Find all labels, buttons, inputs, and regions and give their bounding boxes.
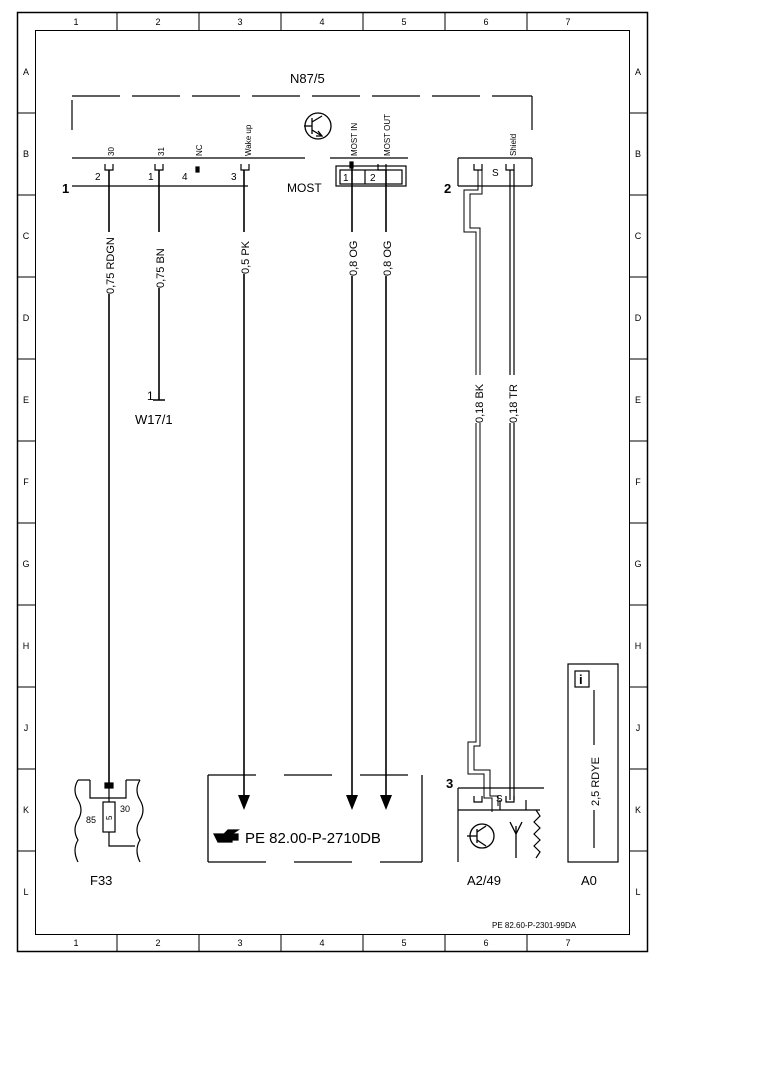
column-label: 3 [237,938,242,948]
row-label: G [634,559,641,569]
coil-icon [533,809,541,859]
signal-most-out: MOST OUT [383,114,392,156]
row-label: F [23,477,29,487]
column-label: 1 [73,17,78,27]
row-label: A [635,67,641,77]
row-label: L [23,887,28,897]
pin-num-31: 1 [148,172,154,183]
column-label: 2 [155,938,160,948]
column-label: 3 [237,17,242,27]
reference-text: PE 82.00-P-2710DB [245,830,381,847]
wire-label-bgs [102,232,519,423]
row-label: E [635,395,641,405]
signal-nc: NC [195,144,204,156]
column-label: 1 [73,938,78,948]
wire-lines [108,168,515,812]
n87-connector-1: 1 [62,181,69,196]
reference-box [207,774,423,863]
pin-num-most-in: 1 [343,173,349,184]
f33-label-85: 85 [86,815,96,825]
signal-most-in: MOST IN [350,123,359,156]
transistor-icon [467,823,495,849]
row-label: A [23,67,29,77]
signal-30: 30 [107,147,116,156]
pin-num-shield: S [492,168,499,179]
info-glyph: i [579,672,583,687]
pin-num-30: 2 [95,172,101,183]
signal-wake-up: Wake up [244,124,253,156]
signal-shield: Shield [509,134,518,156]
pin-num-most-out: 2 [370,173,376,184]
wire-label: 0,5 PK [240,240,252,274]
a2-connector: 3 [446,776,453,791]
wire-labels: 0,75 RDGN 0,75 BN 0,5 PK 0,8 OG 0,8 OG 0… [105,237,520,423]
row-label: E [23,395,29,405]
antenna-icon [509,821,523,858]
pin-sockets [104,161,515,173]
pin-num-wakeup: 3 [231,172,237,183]
row-label: B [635,149,641,159]
row-label: D [635,313,642,323]
column-label: 4 [319,17,324,27]
row-label: K [23,805,29,815]
wire-label: 0,75 BN [155,248,167,288]
column-label: 2 [155,17,160,27]
a2-pin-sockets [473,796,515,803]
row-label: C [23,231,30,241]
n87-connector-2: 2 [444,181,451,196]
row-label: D [23,313,30,323]
row-label: G [22,559,29,569]
row-label: J [24,723,29,733]
w17-name: W17/1 [135,412,173,427]
transistor-icon [304,112,332,140]
column-label: 5 [401,17,406,27]
pin-num-nc: 4 [182,172,188,183]
column-label: 5 [401,938,406,948]
row-label: H [635,641,642,651]
row-label: F [635,477,641,487]
a2-name: A2/49 [467,873,501,888]
column-label: 4 [319,938,324,948]
most-label: MOST [287,181,322,195]
info-wire-label: 2,5 RDYE [590,757,602,806]
row-label: H [23,641,30,651]
column-label: 6 [483,938,488,948]
f33-fuse-block [74,779,144,863]
column-label: 7 [565,938,570,948]
w17-pin: 1 [147,389,154,403]
pin-signal-labels: 30 31 NC Wake up MOST IN MOST OUT Shield [107,114,518,156]
wire-label: 0,8 OG [382,241,394,276]
info-box [567,663,619,863]
info-name: A0 [581,873,597,888]
column-label: 7 [565,17,570,27]
signal-31: 31 [157,147,166,156]
row-label: J [636,723,641,733]
wire-label: 0,18 TR [508,384,520,423]
wire-label: 0,18 BK [474,383,486,423]
row-label: K [635,805,641,815]
a2-pin-s: S [496,794,503,805]
pointing-hand-icon [213,829,240,843]
n87-name: N87/5 [290,71,325,86]
f33-name: F33 [90,873,112,888]
drawing-frame [16,11,649,953]
wire-label: 0,8 OG [348,241,360,276]
arrow-heads [238,795,392,810]
f33-label-30: 30 [120,804,130,814]
f33-fuse-value: 5 [105,815,114,820]
row-label: B [23,149,29,159]
a2-outline [457,787,544,862]
row-label: C [635,231,642,241]
info-icon: i [579,672,583,687]
doc-id: PE 82.60-P-2301-99DA [492,921,577,930]
n87-outline [71,95,533,187]
wire-label: 0,75 RDGN [105,237,117,294]
column-label: 6 [483,17,488,27]
row-label: L [635,887,640,897]
